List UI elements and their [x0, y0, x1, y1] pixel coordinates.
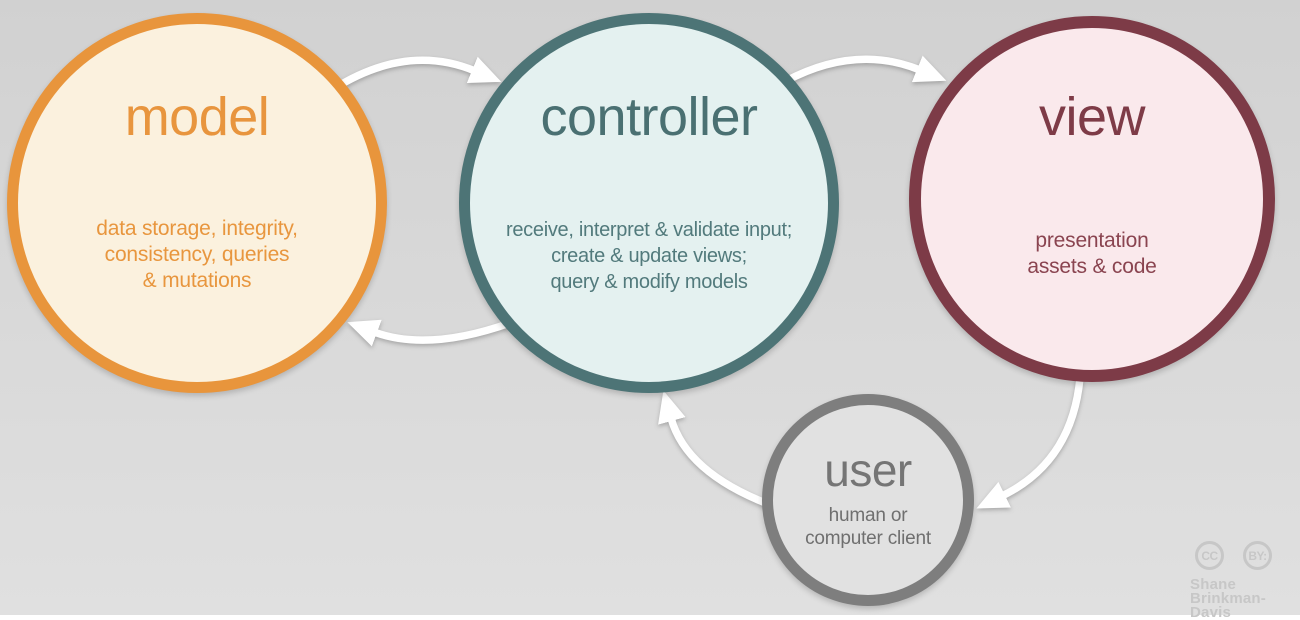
user-description-line: human or	[828, 505, 908, 526]
controller-description-line: create & update views;	[551, 245, 747, 267]
attribution: CC BY: Shane Brinkman-Davis	[1186, 541, 1296, 620]
model-description-line: data storage, integrity,	[96, 217, 298, 240]
model-title: model	[124, 87, 270, 147]
view-title: view	[1038, 87, 1146, 147]
author-name: Shane Brinkman-Davis	[1186, 576, 1296, 620]
arrow-view-to-user	[976, 377, 1084, 509]
view-description-line: presentation	[1035, 229, 1149, 252]
by-icon: BY:	[1243, 541, 1272, 570]
controller-description: receive, interpret & validate input; cre…	[470, 217, 828, 295]
controller-description-line: query & modify models	[550, 271, 748, 293]
user-description-line: computer client	[805, 528, 931, 549]
model-description-line: consistency, queries	[104, 243, 290, 266]
controller-title: controller	[540, 87, 758, 147]
arrow-controller-to-view	[784, 55, 947, 85]
model-description: data storage, integrity, consistency, qu…	[18, 216, 376, 294]
user-title: user	[824, 444, 912, 496]
license-icons: CC BY:	[1186, 541, 1296, 570]
cc-icon-label: CC	[1201, 548, 1218, 563]
arrow-model-to-controller	[338, 56, 502, 89]
view-node: view presentation assets & code	[909, 16, 1275, 382]
arrow-controller-to-model	[347, 319, 512, 347]
user-description: human or computer client	[773, 504, 963, 550]
arrow-user-to-controller	[658, 390, 770, 508]
view-description: presentation assets & code	[921, 228, 1263, 280]
controller-node: controller receive, interpret & validate…	[459, 13, 839, 393]
author-name-line: Brinkman-Davis	[1190, 590, 1266, 620]
author-name-line: Shane	[1190, 576, 1237, 593]
model-node: model data storage, integrity, consisten…	[7, 13, 387, 393]
controller-description-line: receive, interpret & validate input;	[505, 219, 793, 241]
view-description-line: assets & code	[1027, 255, 1157, 278]
user-node: user human or computer client	[762, 394, 974, 606]
model-description-line: & mutations	[142, 269, 252, 292]
cc-icon: CC	[1195, 541, 1224, 570]
by-icon-label: BY:	[1248, 548, 1267, 563]
slide-bottom-edge	[0, 615, 1300, 620]
